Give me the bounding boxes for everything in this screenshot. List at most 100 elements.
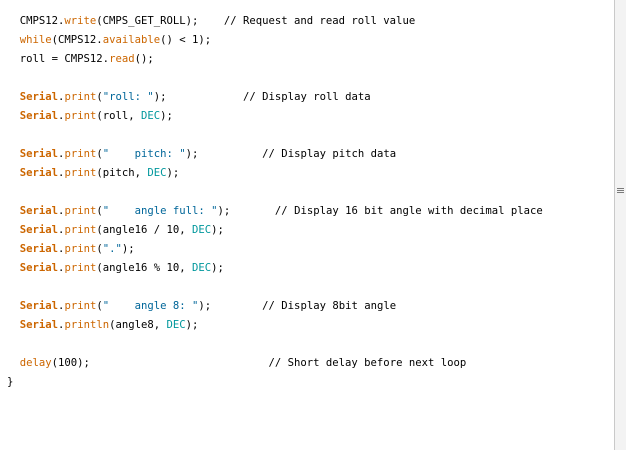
code-class-name: Serial [19,262,59,274]
code-string: "roll: " [102,91,154,103]
code-line[interactable]: Serial.print(angle16 % 10, DEC); [7,259,224,278]
code-keyword: while [19,34,52,46]
code-text: ( [96,300,103,312]
code-text: ( [96,148,103,160]
scroll-grip-icon[interactable] [616,187,625,195]
code-text: . [58,110,65,122]
code-text: roll = CMPS12. [7,53,110,65]
code-constant: DEC [192,224,212,236]
code-line[interactable]: Serial.println(angle8, DEC); [7,316,199,335]
code-text: (); [134,53,154,65]
code-text [7,319,20,331]
code-text: . [58,91,65,103]
code-text: (angle16 / 10, [96,224,192,236]
code-text: ); [121,243,135,255]
code-keyword: print [64,243,97,255]
code-line[interactable]: Serial.print(pitch, DEC); [7,164,180,183]
code-keyword: print [64,224,97,236]
code-text: () < 1); [160,34,212,46]
code-text [7,205,20,217]
code-text [7,357,20,369]
code-text: (angle8, [109,319,167,331]
code-text: ); // Display 8bit angle [198,300,397,312]
code-text: . [58,300,65,312]
code-line[interactable]: Serial.print("roll: "); // Display roll … [7,88,371,107]
code-class-name: Serial [19,110,59,122]
code-text: (roll, [96,110,141,122]
code-text: . [58,262,65,274]
code-keyword: print [64,205,97,217]
code-keyword: print [64,91,97,103]
code-constant: DEC [147,167,167,179]
code-text [7,262,20,274]
code-text: ); [185,319,199,331]
code-text: (CMPS_GET_ROLL); // Request and read rol… [96,15,416,27]
code-keyword: print [64,110,97,122]
code-line[interactable]: Serial.print(roll, DEC); [7,107,173,126]
code-text [7,91,20,103]
code-class-name: Serial [19,205,59,217]
code-string: " angle full: " [102,205,218,217]
code-text: ); [211,224,224,236]
code-keyword: available [102,34,161,46]
code-text [7,34,20,46]
code-text: ); // Display pitch data [185,148,397,160]
code-constant: DEC [192,262,212,274]
code-constant: DEC [140,110,161,122]
code-class-name: Serial [19,167,59,179]
code-class-name: Serial [19,300,59,312]
vertical-scrollbar[interactable] [614,0,626,450]
code-text: ( [96,91,103,103]
code-text: . [58,224,65,236]
code-string: "." [102,243,122,255]
code-text: ); [160,110,173,122]
code-text [7,148,20,160]
code-text: CMPS12. [7,15,65,27]
code-keyword: println [64,319,110,331]
code-text: ); // Display 16 bit angle with decimal … [217,205,543,217]
code-keyword: print [64,167,97,179]
code-text: ); [166,167,180,179]
code-line[interactable]: delay(100); // Short delay before next l… [7,354,466,373]
code-text: ( [96,243,103,255]
code-class-name: Serial [19,243,59,255]
code-keyword: print [64,148,97,160]
code-line[interactable]: while(CMPS12.available() < 1); [7,31,211,50]
code-constant: DEC [166,319,186,331]
code-line[interactable]: Serial.print(" angle full: "); // Displa… [7,202,543,221]
code-text: . [58,319,65,331]
code-line[interactable]: Serial.print(" angle 8: "); // Display 8… [7,297,396,316]
code-class-name: Serial [19,148,59,160]
code-line[interactable]: CMPS12.write(CMPS_GET_ROLL); // Request … [7,12,415,31]
code-line[interactable]: roll = CMPS12.read(); [7,50,154,69]
code-text: . [58,205,65,217]
code-text: . [58,243,65,255]
code-text [7,224,20,236]
code-text: ( [96,205,103,217]
code-class-name: Serial [19,224,59,236]
code-text: (CMPS12. [51,34,103,46]
code-text [7,243,20,255]
code-text [7,300,20,312]
code-text: (100); // Short delay before next loop [51,357,467,369]
code-text [7,110,20,122]
code-keyword: print [64,300,97,312]
code-text: (angle16 % 10, [96,262,192,274]
code-text: . [58,148,65,160]
code-keyword: delay [19,357,52,369]
code-text [7,167,20,179]
code-line[interactable]: Serial.print(angle16 / 10, DEC); [7,221,224,240]
code-line[interactable]: } [7,373,13,392]
code-text: } [7,376,14,388]
code-keyword: read [109,53,135,65]
code-text: . [58,167,65,179]
code-text: (pitch, [96,167,148,179]
code-line[interactable]: Serial.print(" pitch: "); // Display pit… [7,145,396,164]
code-string: " pitch: " [102,148,186,160]
code-line[interactable]: Serial.print("."); [7,240,135,259]
code-class-name: Serial [19,319,59,331]
code-text: ); [211,262,224,274]
code-string: " angle 8: " [102,300,199,312]
code-text: ); // Display roll data [153,91,371,103]
